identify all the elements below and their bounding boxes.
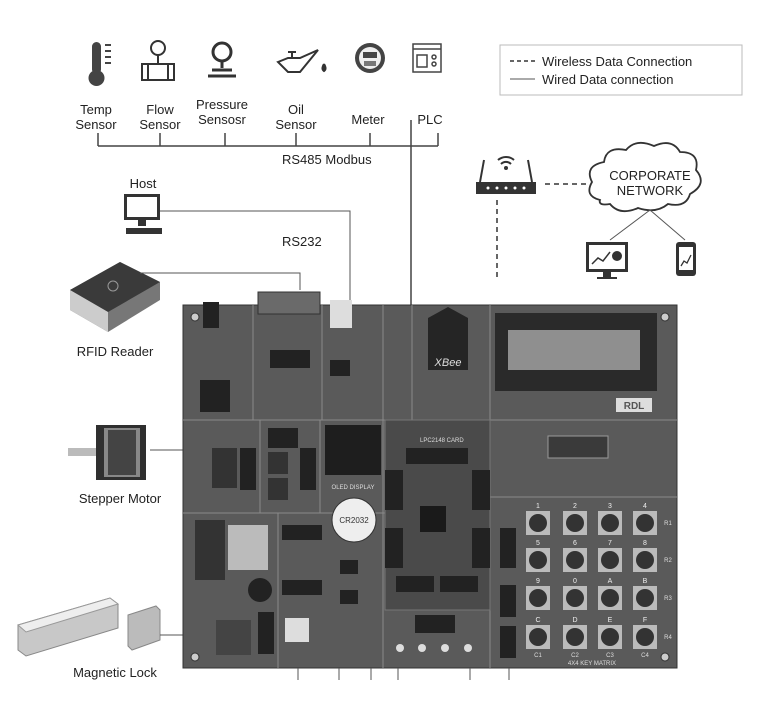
keypad-button: 2 — [563, 503, 587, 535]
cpu-label: LPC2148 CARD — [420, 438, 464, 444]
device-label: Sensor — [75, 117, 117, 132]
pressure-gauge-icon — [208, 41, 236, 78]
key-label: 8 — [643, 540, 647, 547]
keypad-button: 6 — [563, 540, 587, 572]
key-label: B — [643, 578, 648, 585]
key-label: 9 — [536, 578, 540, 585]
development-board: OLED DISPLAY CR2032 XBee RDL LPC2148 CAR… — [182, 291, 678, 669]
rdl-logo: RDL — [624, 401, 645, 412]
key-label: D — [572, 617, 577, 624]
device-label: Sensor — [275, 117, 317, 132]
rfid-label: RFID Reader — [77, 344, 154, 359]
row-label: R1 — [664, 521, 672, 527]
magnetic-lock-icon — [16, 597, 161, 657]
rfid-link — [140, 272, 301, 290]
plc-icon — [412, 43, 442, 73]
device-label: Sensosr — [198, 112, 246, 127]
device-label: Flow — [146, 102, 174, 117]
key-label: 3 — [608, 503, 612, 510]
row-label: R3 — [664, 596, 672, 602]
column-label: C2 — [571, 653, 579, 659]
keypad-button: 4 — [633, 503, 657, 535]
keypad-button: E — [598, 617, 622, 649]
column-label: C3 — [606, 653, 614, 659]
xbee-label: XBee — [434, 357, 462, 369]
keypad-button: 5 — [526, 540, 550, 572]
keypad-button: C — [526, 617, 550, 649]
oil-can-icon — [276, 49, 327, 73]
rfid-reader-icon — [70, 262, 160, 332]
rs485-bus — [97, 120, 439, 306]
key-label: 0 — [573, 578, 577, 585]
legend-wired: Wired Data connection — [542, 72, 674, 87]
device-label: Temp — [80, 102, 112, 117]
host-label: Host — [130, 176, 157, 191]
column-label: C1 — [534, 653, 542, 659]
keypad-label: 4X4 KEY MATRIX — [568, 661, 616, 667]
dashboard-monitor-icon — [586, 242, 628, 279]
legend-wireless: Wireless Data Connection — [542, 54, 692, 69]
keypad-button: D — [563, 617, 587, 649]
key-label: 7 — [608, 540, 612, 547]
lock-label: Magnetic Lock — [73, 665, 157, 680]
keypad-button: A — [598, 578, 622, 610]
network-links — [609, 209, 686, 241]
phone-icon — [676, 242, 696, 276]
keypad-button: 0 — [563, 578, 587, 610]
oled-label: OLED DISPLAY — [332, 485, 375, 491]
device-label: Meter — [351, 112, 385, 127]
key-label: F — [643, 617, 647, 624]
flow-meter-icon — [141, 40, 175, 81]
cloud-label: NETWORK — [617, 183, 684, 198]
stepper-motor-icon — [68, 425, 146, 480]
key-label: C — [535, 617, 540, 624]
keypad-button: 3 — [598, 503, 622, 535]
cloud-label: CORPORATE — [609, 168, 691, 183]
meter-icon — [355, 43, 385, 73]
row-label: R2 — [664, 558, 672, 564]
device-label: Pressure — [196, 97, 248, 112]
computer-icon — [124, 194, 162, 234]
cloud-icon — [588, 141, 702, 213]
keypad-button: F — [633, 617, 657, 649]
column-label: C4 — [641, 653, 649, 659]
router-icon — [476, 156, 536, 194]
thermometer-icon — [88, 42, 111, 86]
key-label: 2 — [573, 503, 577, 510]
row-label: R4 — [664, 635, 672, 641]
device-label: PLC — [417, 112, 442, 127]
keypad-button: 9 — [526, 578, 550, 610]
bus-label: RS485 Modbus — [282, 152, 372, 167]
keypad-button: 1 — [526, 503, 550, 535]
keypad-button: 8 — [633, 540, 657, 572]
keypad-button: B — [633, 578, 657, 610]
key-label: A — [608, 578, 613, 585]
battery-label: CR2032 — [339, 516, 369, 525]
stepper-label: Stepper Motor — [79, 491, 162, 506]
key-label: E — [608, 617, 613, 624]
key-label: 1 — [536, 503, 540, 510]
device-label: Sensor — [139, 117, 181, 132]
key-label: 5 — [536, 540, 540, 547]
board-leads — [297, 668, 510, 680]
device-label: Oil — [288, 102, 304, 117]
key-label: 6 — [573, 540, 577, 547]
legend: Wireless Data Connection Wired Data conn… — [499, 44, 743, 96]
rs232-link — [160, 210, 351, 306]
rs232-label: RS232 — [282, 234, 322, 249]
keypad-button: 7 — [598, 540, 622, 572]
key-label: 4 — [643, 503, 647, 510]
